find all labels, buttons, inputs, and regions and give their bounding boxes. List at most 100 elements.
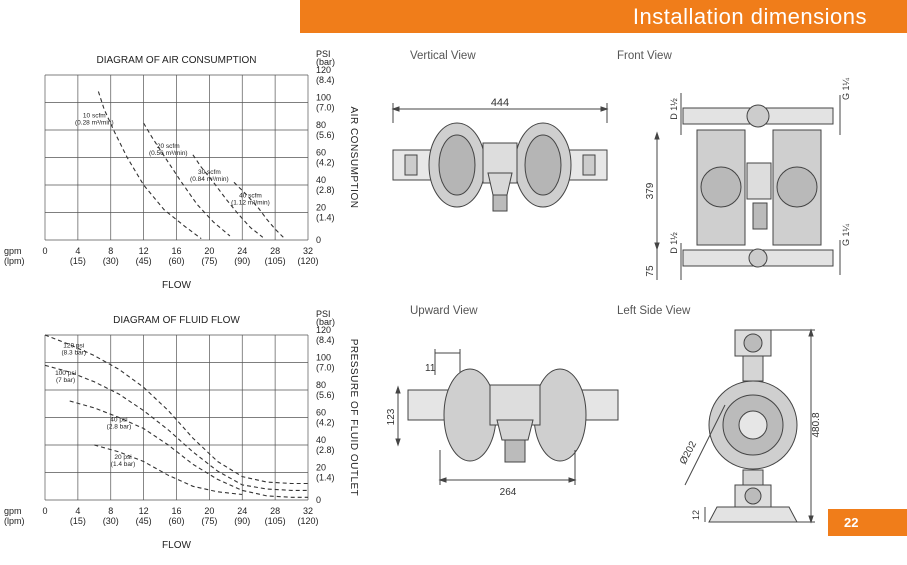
series-label: 20 psi bbox=[114, 454, 131, 461]
y-tick-sublabel: (5.6) bbox=[316, 130, 335, 140]
y-tick-label: 0 bbox=[316, 235, 321, 245]
series-label: 40 scfm bbox=[239, 192, 262, 199]
dim-12: 12 bbox=[691, 510, 701, 520]
x-tick-label: 16 bbox=[171, 246, 181, 256]
x-tick-sublabel: (105) bbox=[265, 516, 286, 526]
x-tick-sublabel: (75) bbox=[201, 516, 217, 526]
x-tick-label: 32 bbox=[303, 246, 313, 256]
x-tick-sublabel: (120) bbox=[297, 516, 318, 526]
series-label: 40 psi bbox=[110, 417, 127, 424]
dim-379: 379 bbox=[645, 182, 656, 199]
y-unit-sublabel: (bar) bbox=[316, 317, 335, 327]
x-tick-label: 8 bbox=[108, 246, 113, 256]
series-label: 30 scfm bbox=[198, 169, 221, 176]
x-tick-sublabel: (45) bbox=[136, 516, 152, 526]
series-label: 10 scfm bbox=[83, 113, 106, 120]
x-tick-sublabel: (15) bbox=[70, 516, 86, 526]
x-tick-sublabel: (90) bbox=[234, 516, 250, 526]
x-tick-sublabel: (90) bbox=[234, 256, 250, 266]
y-tick-label: 80 bbox=[316, 120, 326, 130]
x-tick-sublabel: (15) bbox=[70, 256, 86, 266]
y-tick-sublabel: (8.4) bbox=[316, 75, 335, 85]
x-tick-label: 0 bbox=[42, 506, 47, 516]
series-label: 20 scfm bbox=[157, 143, 180, 150]
x-tick-sublabel: (30) bbox=[103, 516, 119, 526]
series-label-sub: (7 bar) bbox=[56, 377, 75, 384]
y-tick-label: 60 bbox=[316, 408, 326, 418]
series-line bbox=[69, 400, 308, 498]
y-tick-sublabel: (8.4) bbox=[316, 335, 335, 345]
y-tick-sublabel: (4.2) bbox=[316, 418, 335, 428]
dim-g-top: G 1¼ bbox=[841, 78, 851, 101]
x-unit-label: gpm bbox=[4, 506, 22, 516]
y-axis-title: PRESSURE OF FLUID OUTLET bbox=[348, 339, 359, 497]
y-tick-label: 120 bbox=[316, 65, 331, 75]
series-label-sub: (0.56 m³/min) bbox=[149, 150, 188, 157]
dim-123: 123 bbox=[386, 408, 397, 425]
y-tick-label: 40 bbox=[316, 435, 326, 445]
series-line bbox=[192, 154, 264, 238]
x-tick-label: 24 bbox=[237, 506, 247, 516]
y-tick-label: 0 bbox=[316, 495, 321, 505]
y-tick-sublabel: (2.8) bbox=[316, 185, 335, 195]
series-label: 120 psi bbox=[63, 342, 84, 349]
series-label-sub: (0.28 m³/min) bbox=[75, 120, 114, 127]
series-line bbox=[44, 364, 308, 491]
x-tick-label: 32 bbox=[303, 506, 313, 516]
dim-264: 264 bbox=[500, 487, 517, 498]
x-tick-label: 24 bbox=[237, 246, 247, 256]
dim-d-top: D 1½ bbox=[669, 98, 679, 120]
x-unit-label: gpm bbox=[4, 246, 22, 256]
y-tick-label: 120 bbox=[316, 325, 331, 335]
series-label-sub: (0.84 m³/min) bbox=[190, 176, 229, 183]
y-tick-sublabel: (4.2) bbox=[316, 158, 335, 168]
y-tick-sublabel: (2.8) bbox=[316, 445, 335, 455]
series-line bbox=[44, 334, 308, 485]
y-tick-sublabel: (7.0) bbox=[316, 363, 335, 373]
left-side-view-label: Left Side View bbox=[617, 305, 691, 317]
front-view-drawing: 379 75 D 1½ D 1½ G 1¼ G 1¼ bbox=[645, 78, 851, 280]
x-tick-label: 4 bbox=[75, 506, 80, 516]
air-consumption-chart: DIAGRAM OF AIR CONSUMPTION 0 4(15) 8(30) 12 (… bbox=[4, 49, 359, 291]
chart-title: DIAGRAM OF FLUID FLOW bbox=[113, 315, 240, 326]
series-line bbox=[143, 122, 231, 237]
y-tick-label: 80 bbox=[316, 380, 326, 390]
upward-view-drawing: 11 123 264 bbox=[386, 349, 619, 498]
y-tick-sublabel: (1.4) bbox=[316, 473, 335, 483]
series-label: 100 psi bbox=[55, 370, 76, 377]
series-line bbox=[233, 181, 284, 238]
x-tick-sublabel: (120) bbox=[297, 256, 318, 266]
vertical-view-drawing: 444 bbox=[391, 97, 609, 212]
x-unit-sublabel: (lpm) bbox=[4, 516, 25, 526]
dim-g-bottom: G 1¼ bbox=[841, 224, 851, 247]
series-line bbox=[97, 91, 202, 240]
y-tick-label: 60 bbox=[316, 148, 326, 158]
series-label-sub: (8.3 bar) bbox=[61, 349, 86, 356]
dim-480-8: 480.8 bbox=[811, 412, 822, 437]
y-unit-label: PSI bbox=[316, 309, 331, 319]
x-tick-label: 12 bbox=[139, 246, 149, 256]
x-tick-sublabel: (60) bbox=[168, 256, 184, 266]
y-tick-label: 20 bbox=[316, 463, 326, 473]
page-number-badge: 22 bbox=[828, 509, 907, 536]
y-unit-sublabel: (bar) bbox=[316, 57, 335, 67]
x-tick-label: 20 bbox=[204, 246, 214, 256]
upward-view-label: Upward View bbox=[410, 305, 478, 317]
x-axis-title: FLOW bbox=[162, 540, 191, 551]
dim-444: 444 bbox=[491, 97, 509, 109]
x-tick-label: 20 bbox=[204, 506, 214, 516]
x-tick-label: 0 bbox=[42, 246, 47, 256]
x-tick-label: 28 bbox=[270, 246, 280, 256]
y-tick-label: 100 bbox=[316, 93, 331, 103]
page-title: Installation dimensions bbox=[632, 4, 867, 29]
x-tick-label: 4 bbox=[75, 246, 80, 256]
series-label-sub: (2.8 bar) bbox=[107, 424, 132, 431]
series-label-sub: (1.4 bar) bbox=[111, 461, 136, 468]
y-tick-label: 100 bbox=[316, 353, 331, 363]
x-tick-sublabel: (60) bbox=[168, 516, 184, 526]
x-tick-sublabel: (30) bbox=[103, 256, 119, 266]
chart-title: DIAGRAM OF AIR CONSUMPTION bbox=[96, 55, 256, 66]
page-header-bar: Installation dimensions bbox=[300, 0, 907, 33]
